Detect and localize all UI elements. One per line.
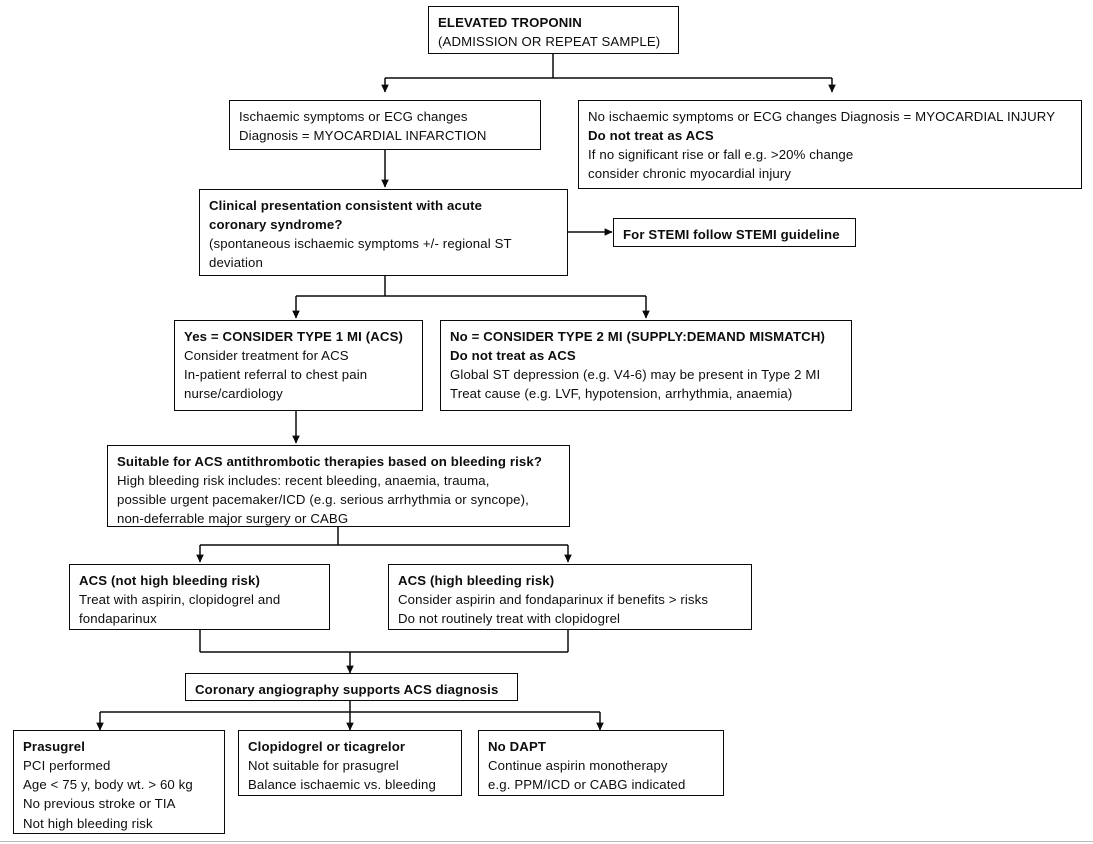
node-line: Continue aspirin monotherapy	[488, 758, 668, 774]
node-line: Global ST depression (e.g. V4-6) may be …	[450, 367, 821, 383]
node-line-emphasis: MYOCARDIAL INJURY	[915, 109, 1056, 124]
node-line: Treat cause (e.g. LVF, hypotension, arrh…	[450, 386, 793, 402]
node-line: Balance ischaemic vs. bleeding	[248, 777, 436, 793]
node-line: Yes = CONSIDER TYPE 1 MI (ACS)	[184, 329, 404, 344]
node-line: No previous stroke or TIA	[23, 796, 176, 812]
node-line: Do not treat as ACS	[450, 348, 576, 364]
node-line: No = CONSIDER TYPE 2 MI (SUPPLY:DEMAND M…	[450, 329, 825, 344]
node-type1-mi[interactable]: Yes = CONSIDER TYPE 1 MI (ACS) Consider t…	[174, 320, 423, 411]
node-line: Consider treatment for ACS	[184, 348, 349, 364]
node-line: If no significant rise or fall e.g. >20%…	[588, 147, 854, 163]
node-line: Clopidogrel or ticagrelor	[248, 739, 406, 754]
node-line: In-patient referral to chest pain	[184, 367, 368, 383]
node-line: ELEVATED TROPONIN	[438, 15, 582, 30]
node-line: For STEMI follow STEMI guideline	[623, 227, 840, 242]
node-line: e.g. PPM/ICD or CABG indicated	[488, 777, 686, 793]
node-line: No ischaemic symptoms or ECG changes Dia…	[588, 109, 1056, 124]
node-line: non-deferrable major surgery or CABG	[117, 511, 349, 527]
node-line: Ischaemic symptoms or ECG changes	[239, 109, 468, 124]
node-line: coronary syndrome?	[209, 217, 343, 233]
node-line: High bleeding risk includes: recent blee…	[117, 473, 490, 489]
node-line: PCI performed	[23, 758, 111, 774]
node-line: Do not routinely treat with clopidogrel	[398, 611, 621, 627]
node-line: ACS (not high bleeding risk)	[79, 573, 260, 588]
node-line: Not suitable for prasugrel	[248, 758, 399, 774]
node-line: Not high bleeding risk	[23, 815, 153, 831]
node-line: Do not treat as ACS	[588, 128, 714, 144]
node-acs-high-bleeding-risk[interactable]: ACS (high bleeding risk) Consider aspirin…	[388, 564, 752, 630]
node-line: Treat with aspirin, clopidogrel and	[79, 592, 281, 608]
node-line: consider chronic myocardial injury	[588, 166, 792, 182]
node-line: Coronary angiography supports ACS diagno…	[195, 682, 499, 697]
node-line: Consider aspirin and fondaparinux if ben…	[398, 592, 709, 608]
node-type2-mi[interactable]: No = CONSIDER TYPE 2 MI (SUPPLY:DEMAND M…	[440, 320, 852, 411]
node-line: (ADMISSION OR REPEAT SAMPLE)	[438, 34, 661, 50]
node-line: Age < 75 y, body wt. > 60 kg	[23, 777, 193, 793]
node-line: ACS (high bleeding risk)	[398, 573, 555, 588]
node-stemi-guideline[interactable]: For STEMI follow STEMI guideline	[613, 218, 856, 247]
node-clinical-presentation[interactable]: Clinical presentation consistent with ac…	[199, 189, 568, 276]
node-no-dapt[interactable]: No DAPT Continue aspirin monotherapy e.g. …	[478, 730, 724, 796]
node-line-emphasis: MYOCARDIAL INFARCTION	[313, 128, 487, 144]
node-line: (spontaneous ischaemic symptoms +/- regi…	[209, 236, 512, 252]
node-line: Prasugrel	[23, 739, 86, 754]
node-line: Suitable for ACS antithrombotic therapie…	[117, 454, 543, 469]
node-no-ischaemic-symptoms[interactable]: No ischaemic symptoms or ECG changes Dia…	[578, 100, 1082, 189]
node-line: nurse/cardiology	[184, 386, 283, 402]
node-line: fondaparinux	[79, 611, 157, 627]
node-bleeding-risk[interactable]: Suitable for ACS antithrombotic therapie…	[107, 445, 570, 527]
node-acs-not-high-bleeding-risk[interactable]: ACS (not high bleeding risk) Treat with a…	[69, 564, 330, 630]
node-elevated-troponin[interactable]: ELEVATED TROPONIN (ADMISSION OR REPEAT SA…	[428, 6, 679, 54]
node-line: Diagnosis = MYOCARDIAL INFARCTION	[239, 128, 487, 144]
node-line: possible urgent pacemaker/ICD (e.g. seri…	[117, 492, 529, 508]
node-coronary-angiography[interactable]: Coronary angiography supports ACS diagno…	[185, 673, 518, 701]
node-line: deviation	[209, 255, 263, 271]
node-line: No DAPT	[488, 739, 547, 754]
page-bottom-rule	[0, 841, 1093, 842]
node-line: Clinical presentation consistent with ac…	[209, 198, 483, 213]
